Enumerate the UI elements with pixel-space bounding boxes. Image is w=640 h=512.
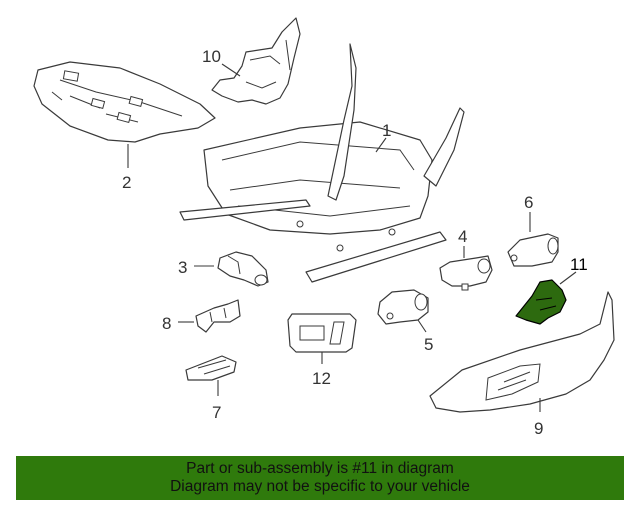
info-banner: Part or sub-assembly is #11 in diagram D… [16,456,624,500]
part-5-motor[interactable] [377,289,429,325]
callout-3: 3 [178,258,187,277]
part-12-switch[interactable] [287,313,357,353]
callout-6: 6 [524,193,533,212]
callout-7: 7 [212,403,221,422]
part-4-motor[interactable] [439,255,493,291]
part-3-motor[interactable] [217,251,269,287]
part-6-motor[interactable] [507,233,559,267]
callout-1: 1 [382,121,391,140]
part-1-seat-frame[interactable] [179,43,465,283]
callout-12: 12 [312,369,331,388]
banner-line-2: Diagram may not be specific to your vehi… [170,478,470,495]
callout-9: 9 [534,419,543,438]
callout-10: 10 [202,47,221,66]
part-9-side-trim[interactable] [429,291,615,413]
part-7-clip[interactable] [185,355,237,381]
banner-line-1: Part or sub-assembly is #11 in diagram [186,460,454,477]
callout-5: 5 [424,335,433,354]
part-8-bracket[interactable] [195,299,241,333]
part-10-bracket[interactable] [211,17,301,105]
part-2-shield[interactable] [33,61,216,143]
part-11-cover[interactable] [515,279,567,325]
callout-8: 8 [162,314,171,333]
callout-11: 11 [570,255,588,274]
callout-4: 4 [458,227,467,246]
parts-diagram: 2 10 1 3 8 7 [33,17,615,438]
callout-2: 2 [122,173,131,192]
